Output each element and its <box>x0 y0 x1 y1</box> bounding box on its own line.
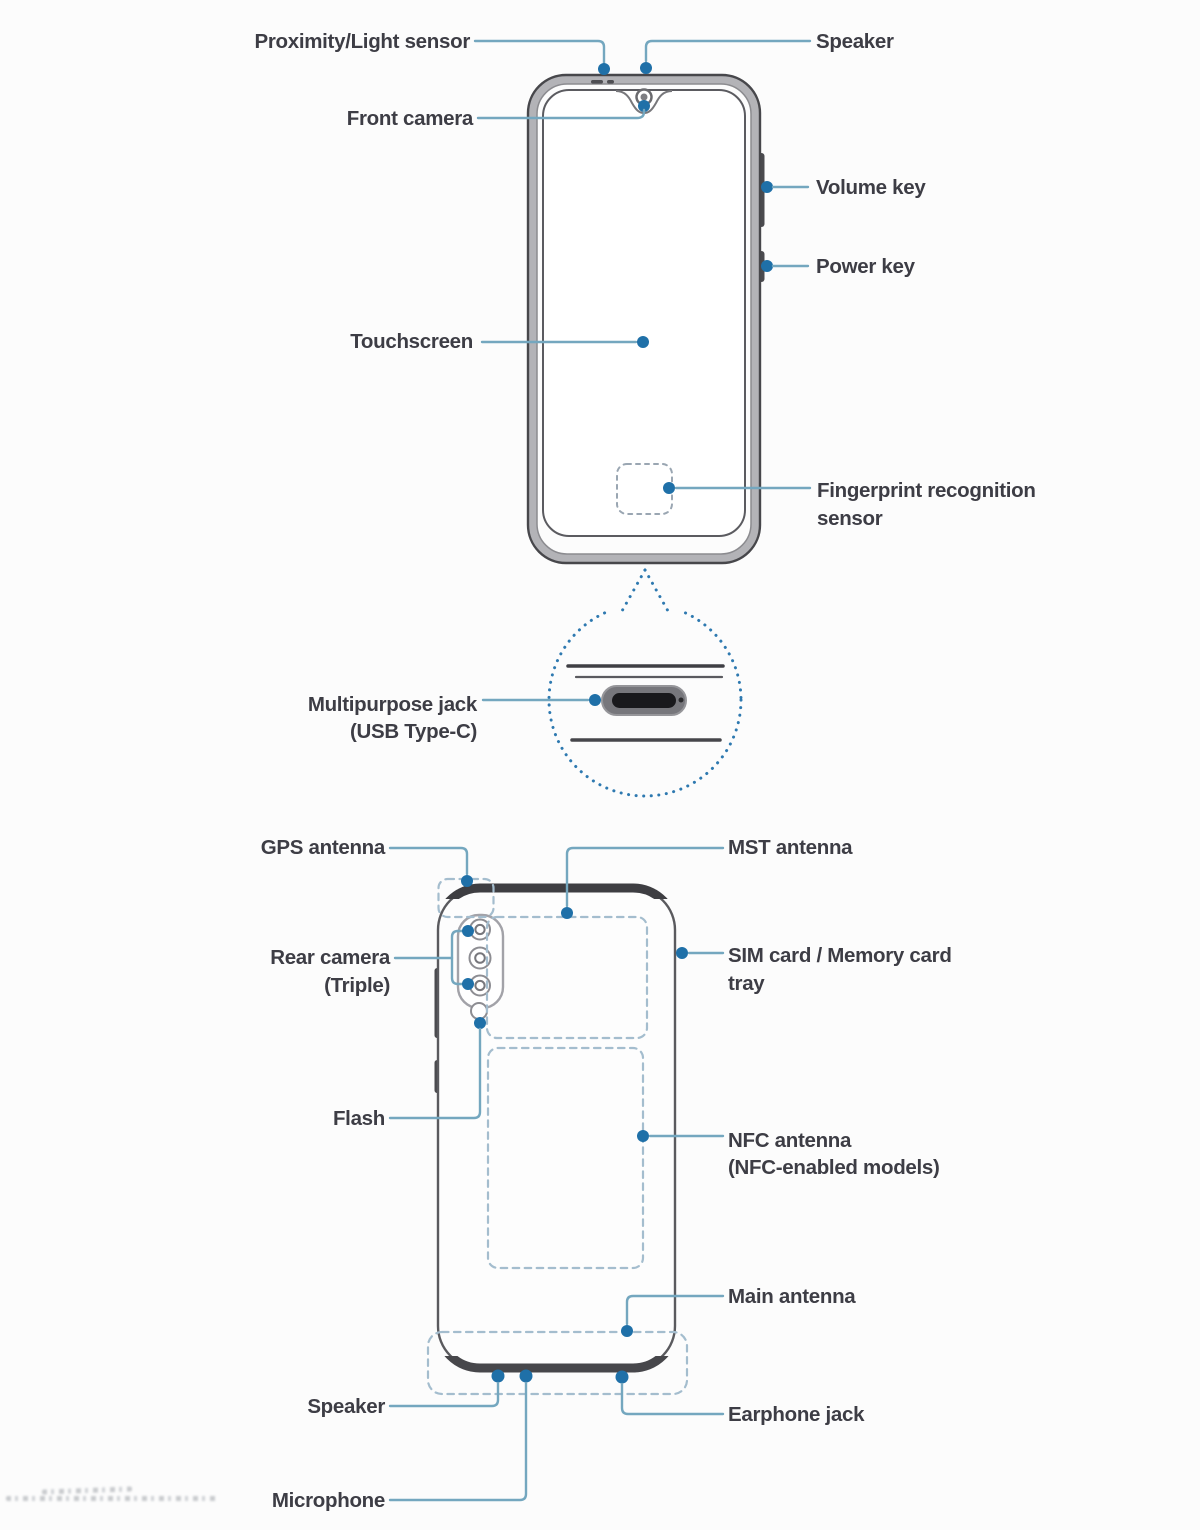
callout-bracket <box>450 929 465 986</box>
callout-dot <box>615 1370 629 1384</box>
callout-front-camera: Front camera <box>347 100 650 130</box>
callout-main-antenna: Main antenna <box>621 1285 857 1337</box>
label-multipurpose-jack-line2: (USB Type-C) <box>350 720 477 743</box>
callout-dot <box>598 63 610 75</box>
label-rear-camera-line2: (Triple) <box>324 974 390 997</box>
label-sim-tray-line2: tray <box>728 972 765 995</box>
callout-fingerprint-sensor: Fingerprint recognition sensor <box>663 479 1036 530</box>
callout-dot <box>761 260 773 272</box>
callout-mst-antenna: MST antenna <box>561 836 853 919</box>
callout-line <box>388 1381 500 1408</box>
label-power-key: Power key <box>816 255 916 278</box>
callout-dot <box>491 1369 505 1383</box>
callout-dot <box>637 1130 649 1142</box>
callout-proximity-light-sensor: Proximity/Light sensor <box>254 30 610 75</box>
callout-line <box>644 39 812 63</box>
usb-c-port-pin <box>678 697 684 703</box>
proximity-sensor-slit <box>591 80 603 84</box>
magnifier-pointer-left <box>620 568 647 613</box>
label-microphone: Microphone <box>272 1489 385 1512</box>
label-proximity-light-sensor: Proximity/Light sensor <box>254 30 470 53</box>
callout-nfc-antenna: NFC antenna (NFC-enabled models) <box>637 1129 940 1179</box>
proximity-sensor-slit-2 <box>607 80 614 84</box>
nfc-antenna-area <box>486 1046 645 1270</box>
front-bezel-inner-line <box>536 83 752 555</box>
label-fingerprint-line2: sensor <box>817 507 883 530</box>
main-antenna-area <box>426 1330 689 1396</box>
label-nfc-antenna-line2: (NFC-enabled models) <box>728 1156 940 1179</box>
callout-line <box>473 39 606 65</box>
callout-touchscreen: Touchscreen <box>350 330 649 353</box>
usb-c-port-slot <box>612 693 676 708</box>
callout-line <box>620 1382 725 1416</box>
label-volume-key: Volume key <box>816 176 926 199</box>
front-camera-lens-inner <box>640 93 648 101</box>
rear-camera-lens-2 <box>468 946 492 970</box>
magnifier-circle <box>547 602 743 798</box>
callout-line <box>565 846 725 908</box>
magnifier-pointer-right <box>643 568 670 613</box>
callout-dot-2 <box>462 978 474 990</box>
label-touchscreen: Touchscreen <box>350 330 473 353</box>
front-phone <box>526 73 765 565</box>
callout-dot <box>638 100 650 112</box>
callout-line <box>388 846 469 876</box>
callout-dot <box>561 907 573 919</box>
callout-dot <box>461 875 473 887</box>
label-front-camera: Front camera <box>347 107 474 130</box>
callout-dot <box>474 1017 486 1029</box>
callout-line <box>476 108 646 120</box>
callout-flash: Flash <box>333 1017 486 1130</box>
label-flash: Flash <box>333 1107 385 1130</box>
back-top-edge-band <box>445 883 668 899</box>
callout-multipurpose-jack: Multipurpose jack (USB Type-C) <box>308 693 601 743</box>
flash-led <box>470 1002 488 1020</box>
touchscreen-area <box>542 89 746 537</box>
label-main-antenna: Main antenna <box>728 1285 856 1308</box>
callout-line <box>388 1027 482 1120</box>
callout-speaker-bottom: Speaker <box>307 1369 505 1418</box>
label-fingerprint-line1: Fingerprint recognition <box>817 479 1036 502</box>
callout-dot <box>761 181 773 193</box>
label-speaker-top: Speaker <box>816 30 894 53</box>
label-nfc-antenna-line1: NFC antenna <box>728 1129 852 1152</box>
bottom-edge-magnifier <box>547 568 743 798</box>
label-speaker-bottom: Speaker <box>307 1395 385 1418</box>
magnifier-gap <box>609 597 681 612</box>
watermark-smudge <box>6 1486 236 1507</box>
callout-volume-key: Volume key <box>761 176 927 199</box>
label-gps-antenna: GPS antenna <box>261 836 386 859</box>
callout-gps-antenna: GPS antenna <box>261 836 473 887</box>
label-sim-tray-line1: SIM card / Memory card <box>728 944 952 967</box>
callout-line <box>388 1381 528 1502</box>
callout-dot <box>637 336 649 348</box>
callout-dot <box>519 1369 533 1383</box>
mst-antenna-area <box>485 915 649 1040</box>
callout-microphone: Microphone <box>272 1369 533 1512</box>
callout-dot <box>676 947 688 959</box>
label-mst-antenna: MST antenna <box>728 836 853 859</box>
callout-earphone-jack: Earphone jack <box>615 1370 865 1426</box>
front-body-outline <box>526 73 762 565</box>
callout-speaker-top: Speaker <box>640 30 894 74</box>
label-rear-camera-line1: Rear camera <box>270 946 391 969</box>
callout-power-key: Power key <box>761 255 916 278</box>
callout-rear-camera: Rear camera (Triple) <box>270 925 474 997</box>
label-earphone-jack: Earphone jack <box>728 1403 865 1426</box>
callout-dot <box>640 62 652 74</box>
callout-dot <box>621 1325 633 1337</box>
callout-sim-tray: SIM card / Memory card tray <box>676 944 952 995</box>
callout-line <box>625 1294 725 1326</box>
label-multipurpose-jack-line1: Multipurpose jack <box>308 693 478 716</box>
back-bottom-edge-band <box>444 1356 669 1373</box>
callout-dot <box>589 694 601 706</box>
callout-dot <box>462 925 474 937</box>
callout-dot <box>663 482 675 494</box>
